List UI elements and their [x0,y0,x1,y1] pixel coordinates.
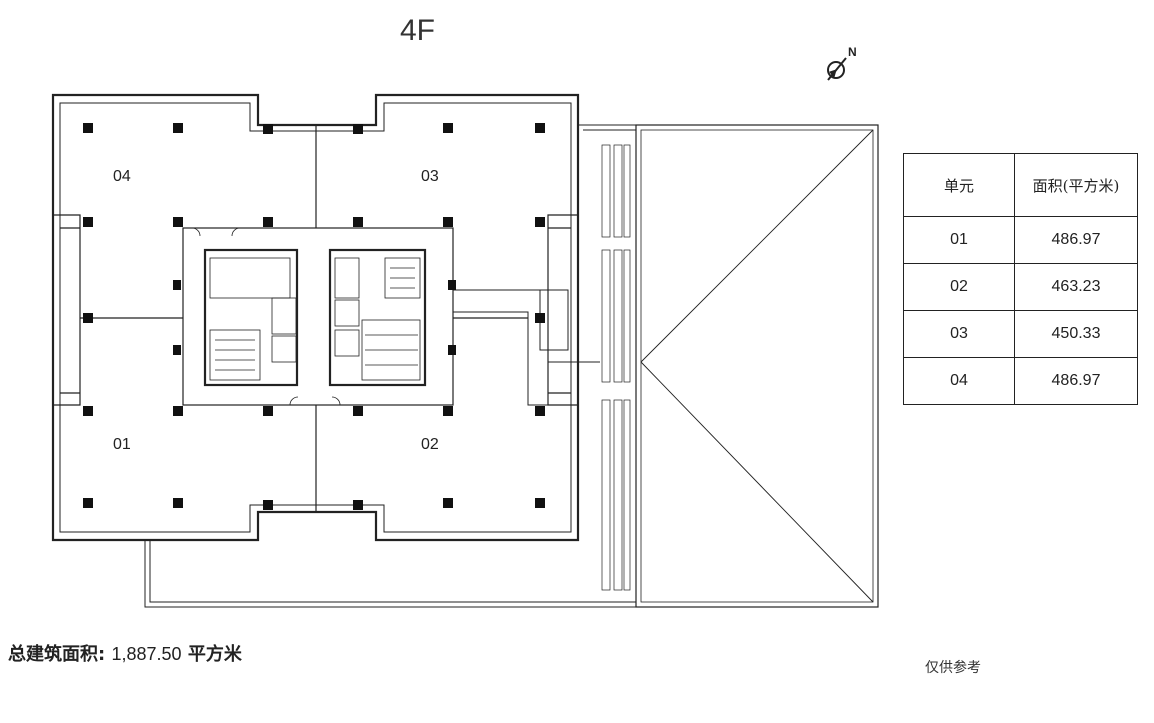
header-area: 面积(平方米) [1014,153,1138,217]
table-header-row: 单元 面积(平方米) [903,153,1138,217]
area-table: 单元 面积(平方米) 01 486.97 02 463.23 03 450.33… [903,153,1138,405]
corner-notches [53,214,578,406]
header-unit: 单元 [903,153,1015,217]
building-outline [51,93,580,542]
total-area: 总建筑面积: 1,887.50 平方米 [8,640,242,666]
disclaimer: 仅供参考 [925,660,981,676]
unit-partitions [80,125,528,512]
compass-label: N [848,45,857,59]
core-doors [191,227,341,406]
unit-label-02: 02 [421,436,439,453]
columns [83,123,545,510]
total-unit: 平方米 [187,644,242,665]
total-label: 总建筑面积: [8,644,106,665]
table-row: 04 486.97 [903,357,1138,405]
cell-unit: 02 [903,263,1015,311]
total-value: 1,887.50 [111,644,182,664]
cell-area: 463.23 [1014,263,1138,311]
cell-unit: 04 [903,357,1015,405]
cell-area: 486.97 [1014,357,1138,405]
cell-area: 486.97 [1014,216,1138,264]
cell-unit: 01 [903,216,1015,264]
table-row: 03 450.33 [903,310,1138,358]
unit-label-04: 04 [113,168,131,185]
unit-label-03: 03 [421,168,439,185]
cell-area: 450.33 [1014,310,1138,358]
corridor [453,245,600,406]
table-row: 02 463.23 [903,263,1138,311]
unit-label-01: 01 [113,436,131,453]
floor-title: 4F [400,14,436,47]
louvers [601,144,631,591]
north-arrow-icon: N [827,45,857,81]
core [182,227,454,406]
cell-unit: 03 [903,310,1015,358]
roof-area [578,124,879,608]
table-row: 01 486.97 [903,216,1138,264]
terrace [144,540,636,608]
